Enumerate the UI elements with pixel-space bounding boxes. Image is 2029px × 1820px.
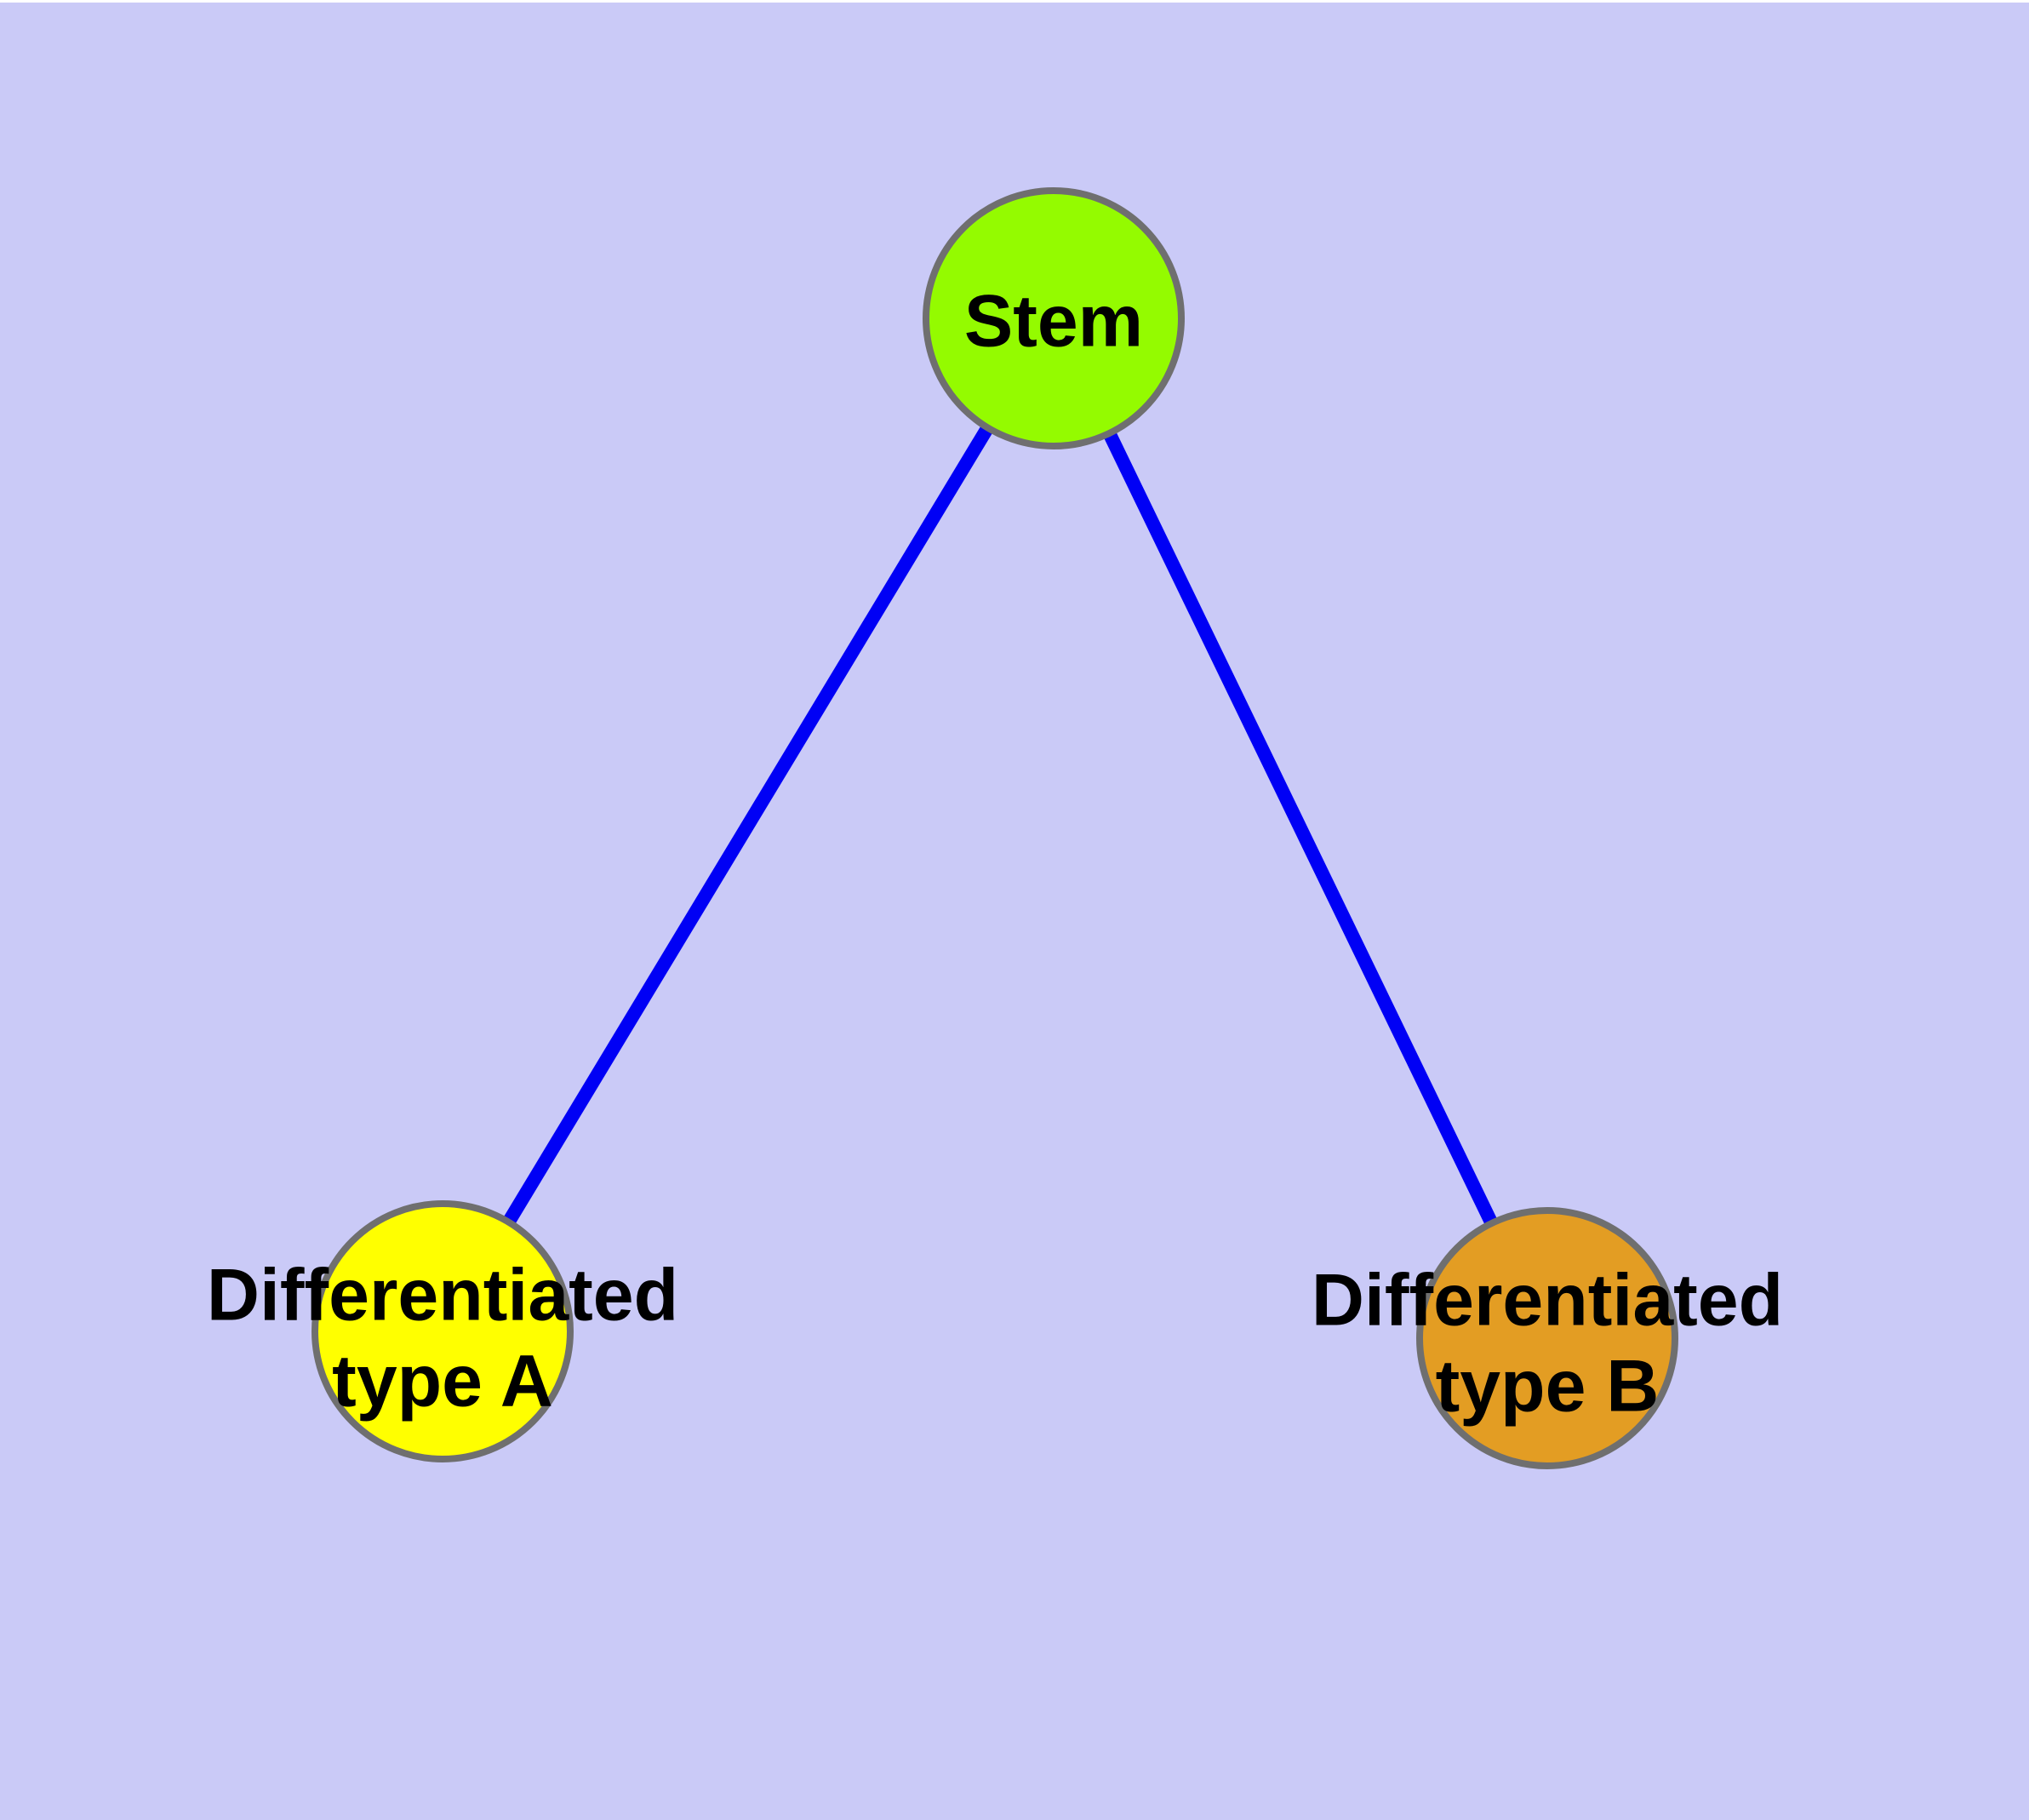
window-top-edge (0, 0, 2029, 3)
node-type-b (1416, 1207, 1678, 1469)
edge-stem-to-type-b (1047, 315, 1554, 1342)
edge-stem-to-type-a (437, 314, 1060, 1336)
node-type-a (311, 1200, 574, 1462)
node-stem (923, 187, 1185, 449)
